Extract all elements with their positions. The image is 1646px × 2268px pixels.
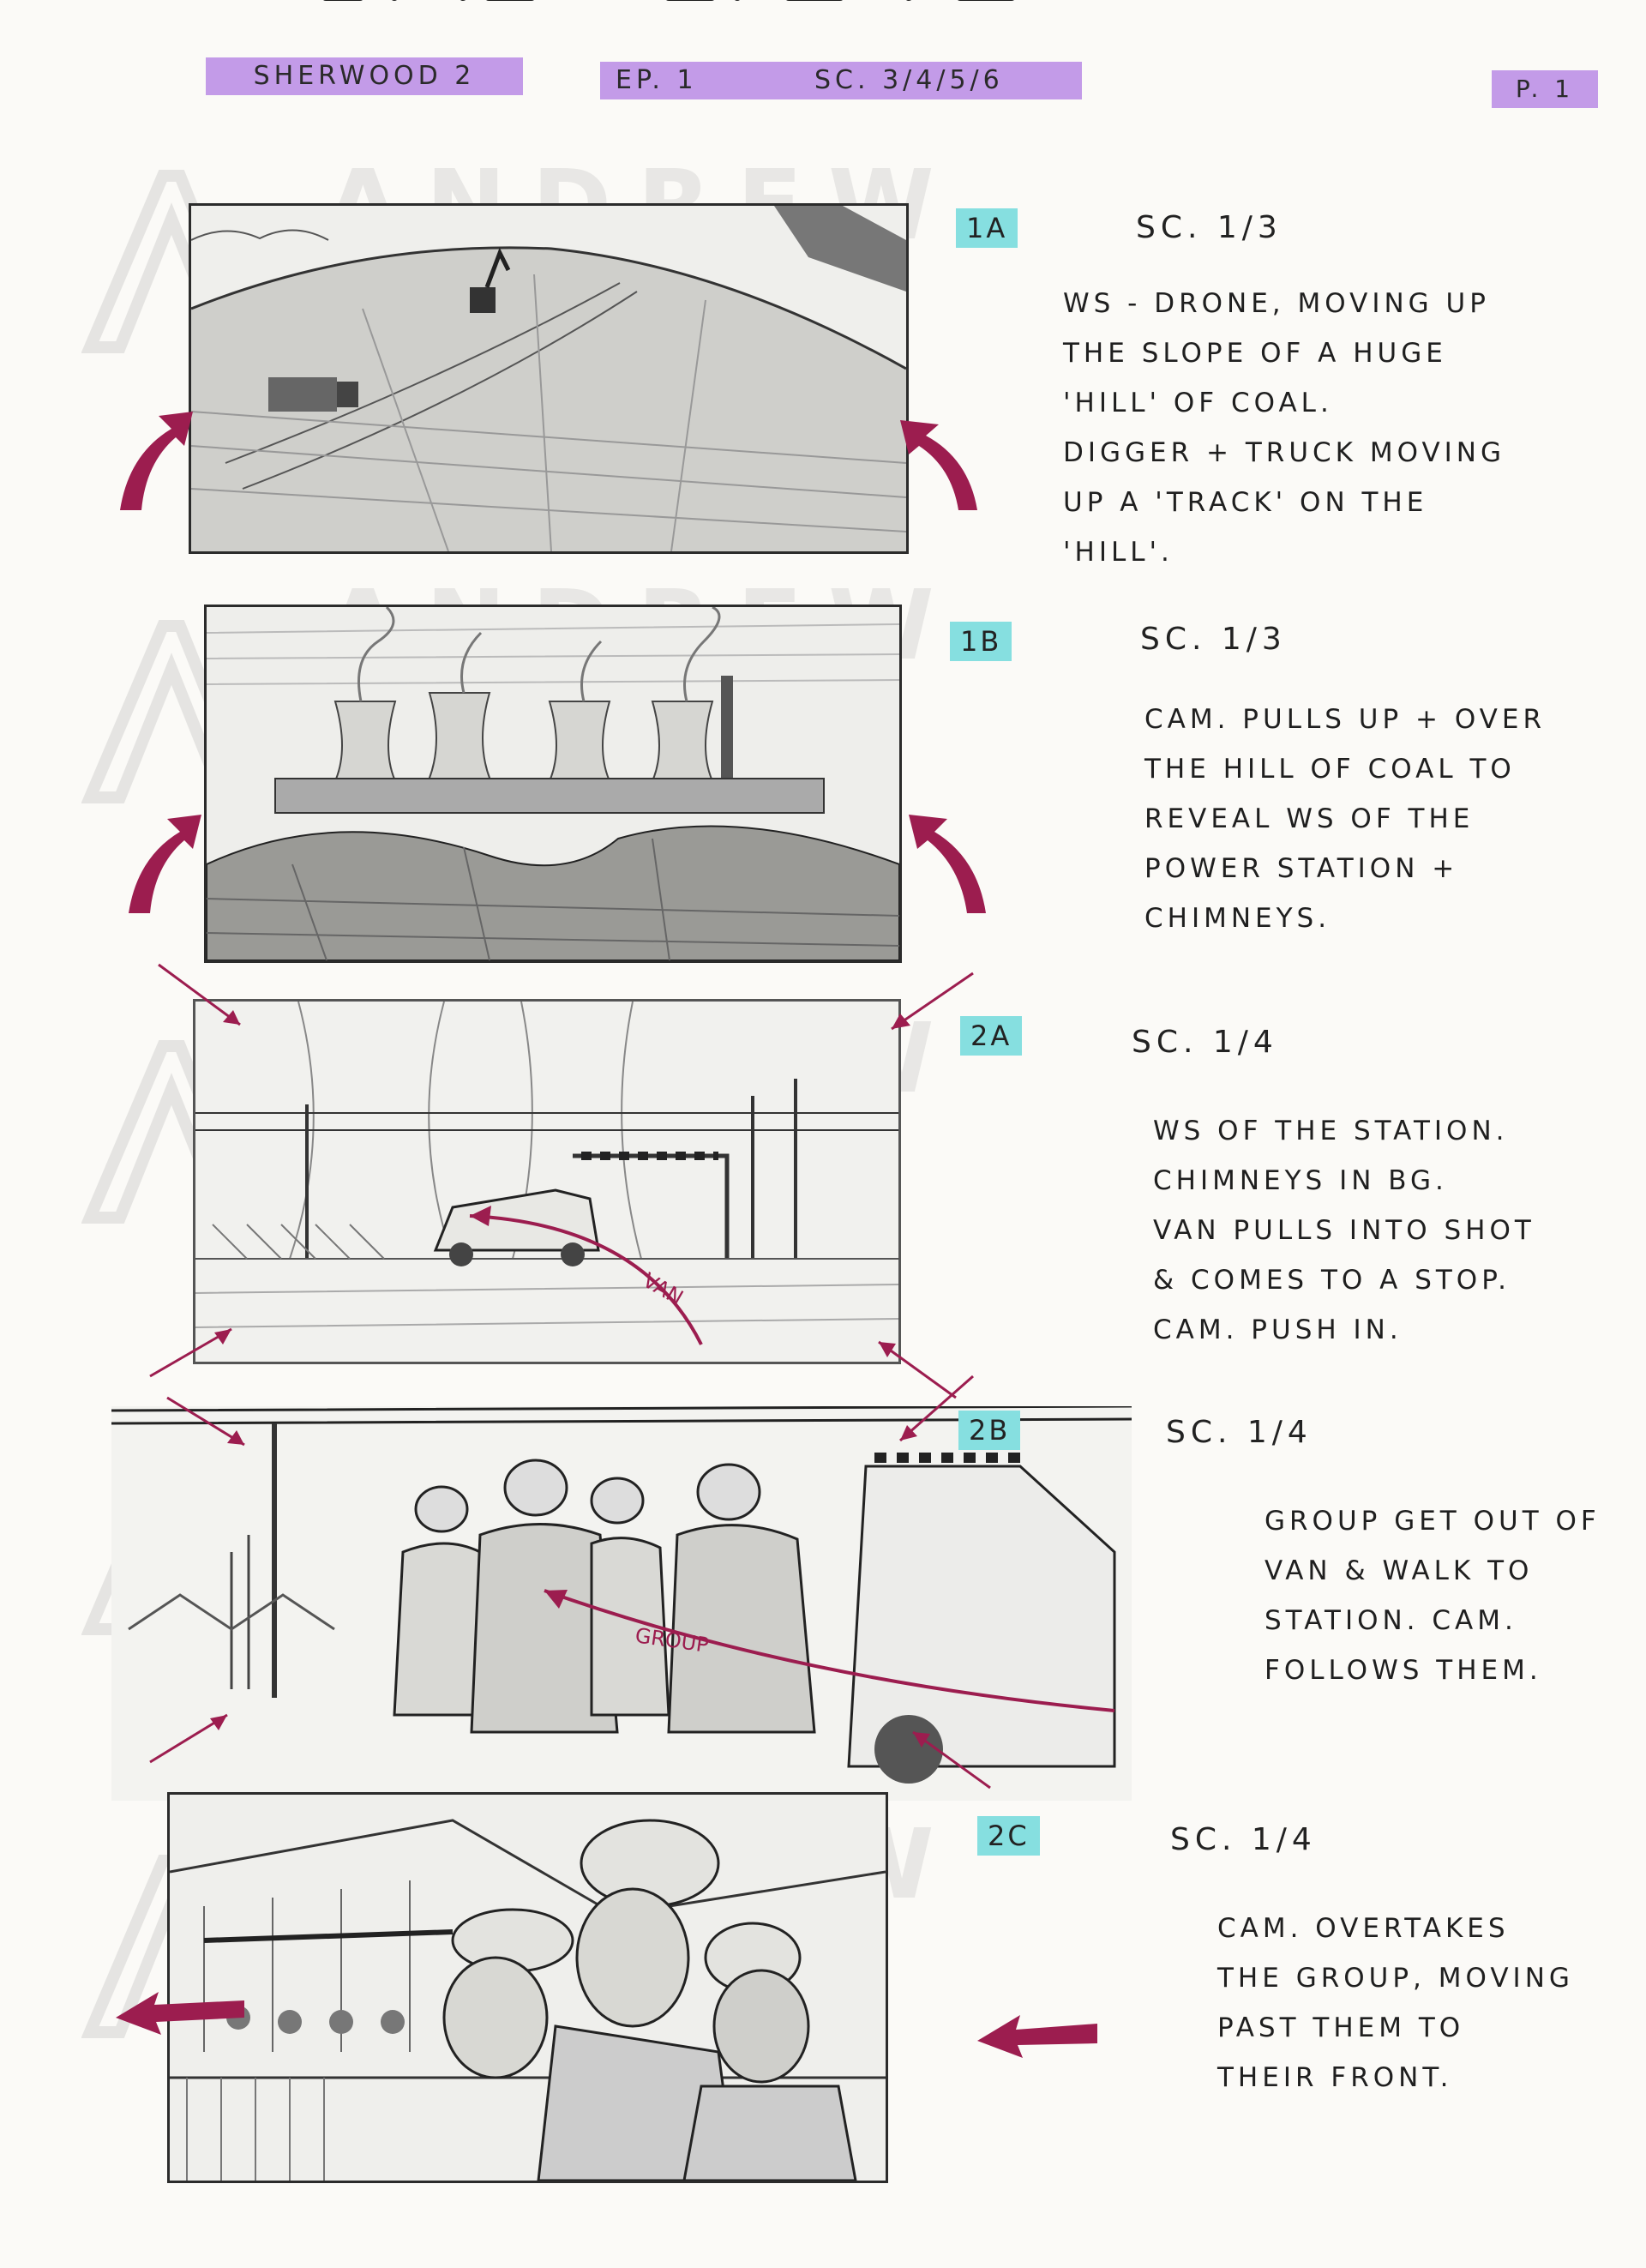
production-label: SHERWOOD 2 [253,61,476,91]
note-line: POWER STATION + [1144,853,1459,884]
page-number: P. 1 [1515,75,1575,103]
shot-label-1b: 1B [950,622,1012,661]
storyboard-frame-1a [189,203,909,554]
scene-ref-2a: SC. 1/4 [1132,1025,1278,1060]
scene-ref-2c: SC. 1/4 [1170,1822,1317,1857]
title-fragment [309,0,1149,5]
shot-label-2c: 2C [977,1816,1040,1856]
note-line: DIGGER + TRUCK MOVING [1063,437,1506,468]
note-line: REVEAL WS OF THE [1144,803,1475,834]
scene-ref-1b: SC. 1/3 [1140,622,1287,657]
up-arrow-icon [129,815,201,913]
storyboard-frame-2a: VAN [193,999,901,1364]
shot-notes-2a: WS OF THE STATION. CHIMNEYS IN BG. VAN P… [1153,1106,1535,1355]
scene-ref-1a: SC. 1/3 [1136,210,1283,245]
note-line: VAN PULLS INTO SHOT [1153,1215,1535,1246]
episode-tag: EP. 1 SC. 3/4/5/6 [600,62,1082,99]
note-line: WS OF THE STATION. [1153,1116,1509,1146]
note-line: FOLLOWS THEM. [1265,1655,1542,1686]
shot-notes-2c: CAM. OVERTAKES THE GROUP, MOVING PAST TH… [1217,1904,1574,2103]
note-line: CAM. PULLS UP + OVER [1144,704,1547,735]
shot-label-1a: 1A [956,208,1018,248]
left-arrow-icon [977,2015,1097,2058]
shot-notes-2b: GROUP GET OUT OF VAN & WALK TO STATION. … [1265,1496,1601,1695]
note-line: & COMES TO A STOP. [1153,1265,1511,1296]
up-arrow-icon [120,412,193,510]
note-line: UP A 'TRACK' ON THE [1063,487,1428,518]
note-line: STATION. CAM. [1265,1605,1517,1636]
note-line: THE HILL OF COAL TO [1144,754,1516,785]
note-line: CHIMNEYS. [1144,903,1331,934]
note-line: THE GROUP, MOVING [1217,1963,1574,1994]
shot-notes-1a: WS - DRONE, MOVING UP THE SLOPE OF A HUG… [1063,279,1505,577]
note-line: PAST THEM TO [1217,2012,1465,2043]
note-line: CHIMNEYS IN BG. [1153,1165,1448,1196]
note-line: CAM. PUSH IN. [1153,1314,1403,1345]
note-line: VAN & WALK TO [1265,1555,1534,1586]
shot-label-2b: 2B [958,1411,1021,1450]
note-line: 'HILL'. [1063,537,1174,568]
note-line: WS - DRONE, MOVING UP [1063,288,1490,319]
storyboard-frame-2c [167,1792,888,2183]
storyboard-frame-1b [204,605,902,963]
note-line: THE SLOPE OF A HUGE [1063,338,1447,369]
scene-ref-2b: SC. 1/4 [1166,1415,1313,1450]
up-arrow-icon [909,815,986,913]
note-line: CAM. OVERTAKES [1217,1913,1510,1944]
storyboard-frame-2b: GROUP [111,1406,1132,1801]
page-number-tag: P. 1 [1492,70,1598,108]
production-tag: SHERWOOD 2 [206,57,523,95]
shot-notes-1b: CAM. PULLS UP + OVER THE HILL OF COAL TO… [1144,695,1546,943]
note-line: GROUP GET OUT OF [1265,1506,1601,1537]
note-line: THEIR FRONT. [1217,2062,1453,2093]
episode-label: EP. 1 [616,65,698,95]
shot-label-2a: 2A [960,1016,1023,1056]
scenes-label: SC. 3/4/5/6 [814,65,1004,95]
note-line: 'HILL' OF COAL. [1063,388,1333,418]
